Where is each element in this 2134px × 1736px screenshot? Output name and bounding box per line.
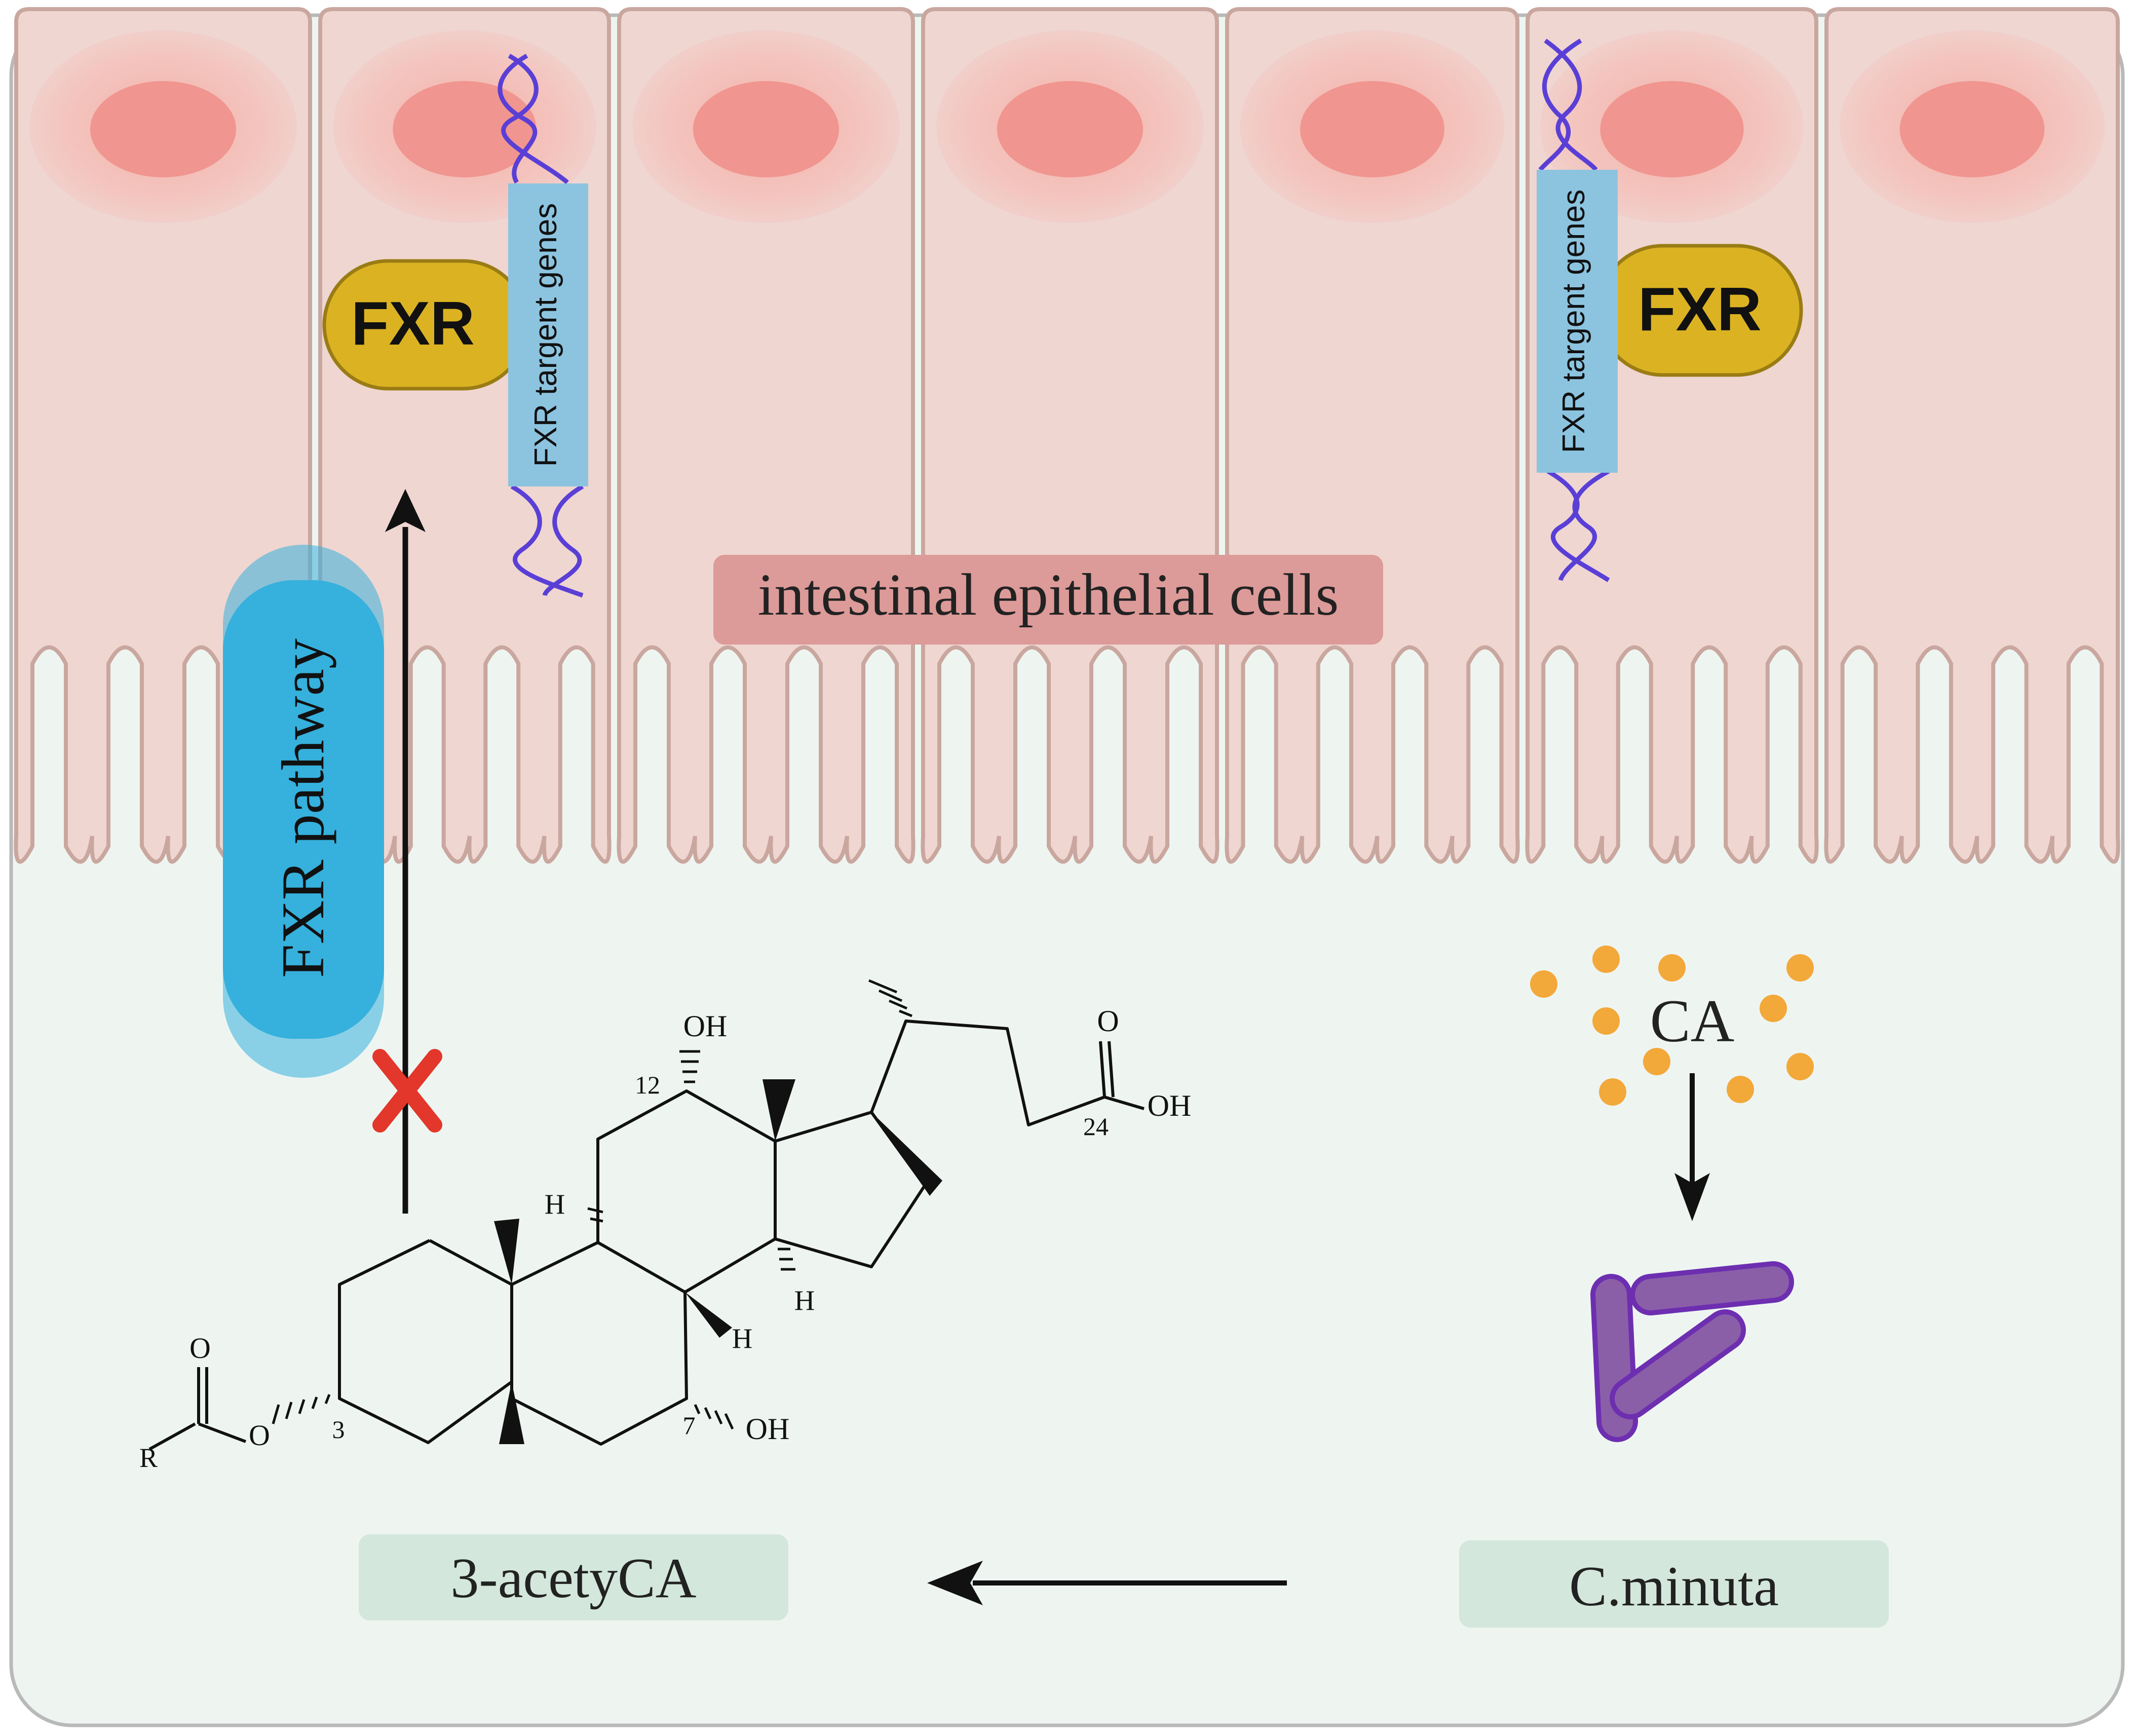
ca-dot xyxy=(1530,970,1557,998)
ca-label: CA xyxy=(1650,987,1735,1054)
fxr-complex-right: FXR FXR targent genes xyxy=(1537,39,1803,582)
pos7-label: 7 xyxy=(683,1411,696,1440)
oh-acid-label: OH xyxy=(1148,1089,1192,1122)
ca-dot xyxy=(1643,1048,1670,1075)
product-label: 3-acetyCA xyxy=(450,1547,696,1610)
ca-dot xyxy=(1599,1078,1626,1106)
ca-dot xyxy=(1658,954,1686,982)
target-genes-label-left: FXR targent genes xyxy=(528,203,563,467)
molecule-hash-bonds xyxy=(272,979,912,1430)
bacteria-label-box xyxy=(1459,1540,1889,1628)
ca-dot xyxy=(1592,1007,1620,1035)
ca-molecules xyxy=(1530,946,1814,1106)
fxr-label-right: FXR xyxy=(1638,275,1762,344)
pos12-label: 12 xyxy=(635,1071,660,1099)
cell-nucleus xyxy=(693,81,839,177)
cell-nucleus xyxy=(393,81,537,177)
ca-dot xyxy=(1592,946,1620,973)
o-ester-carbonyl-label: O xyxy=(189,1332,211,1365)
pos24-label: 24 xyxy=(1083,1112,1109,1141)
cell-nucleus xyxy=(1300,81,1444,177)
blocked-arrow-head xyxy=(385,489,426,532)
cell-nucleus xyxy=(1899,81,2045,177)
molecule-labels: OH 12 O OH 24 H H H O O R 3 7 OH xyxy=(139,1004,1191,1473)
fxr-pathway-label: FXR pathway xyxy=(269,638,336,978)
dna-strand-right-top xyxy=(1544,39,1598,172)
ca-dot xyxy=(1760,995,1787,1022)
h8-label: H xyxy=(732,1323,752,1354)
conversion-arrow-head xyxy=(927,1561,983,1605)
inhibition-x-icon xyxy=(372,1049,442,1133)
dna-strand-right-bottom xyxy=(1546,469,1610,582)
oh12-label: OH xyxy=(683,1009,728,1043)
ca-dot xyxy=(1727,1076,1754,1103)
pos3-label: 3 xyxy=(332,1415,345,1444)
molecule-wedges xyxy=(494,1079,942,1444)
target-genes-label-right: FXR targent genes xyxy=(1556,190,1591,453)
cell-nucleus xyxy=(90,81,236,177)
cells-label: intestinal epithelial cells xyxy=(758,561,1339,628)
product-label-box xyxy=(359,1534,788,1620)
epithelial-cell xyxy=(921,7,1220,864)
h9-label: H xyxy=(545,1189,565,1220)
cell-nucleus xyxy=(997,81,1143,177)
o-acid-label: O xyxy=(1097,1004,1119,1038)
dna-strand-left-top xyxy=(501,54,569,184)
ca-dot xyxy=(1786,1053,1814,1080)
epithelial-cell xyxy=(1824,7,2120,864)
fxr-pathway-capsule: FXR pathway xyxy=(223,545,384,1078)
ca-to-bacteria-arrow-head xyxy=(1674,1173,1710,1221)
dna-strand-right-bottom-2 xyxy=(1558,469,1610,581)
dna-strand-left-top-2 xyxy=(498,54,538,184)
fxr-complex-left: FXR FXR targent genes xyxy=(322,54,588,598)
cell-nucleus xyxy=(1600,81,1744,177)
bacteria-label: C.minuta xyxy=(1569,1555,1779,1618)
target-genes-box-left xyxy=(508,183,588,486)
dna-strand-right-top-2 xyxy=(1538,39,1582,171)
dna-strand-left-bottom-2 xyxy=(542,484,584,596)
ca-dot xyxy=(1786,954,1814,982)
epithelial-cell xyxy=(617,7,916,864)
bacteria-icon xyxy=(1590,1261,1794,1442)
dna-strand-left-bottom xyxy=(510,484,584,598)
o-ester-label: O xyxy=(249,1419,270,1452)
oh7-label: OH xyxy=(746,1412,790,1446)
fxr-label-left: FXR xyxy=(351,289,475,358)
h14-label: H xyxy=(794,1285,815,1316)
epithelial-cell xyxy=(1225,7,1520,864)
cells-label-box xyxy=(713,555,1383,645)
r-group-label: R xyxy=(139,1443,158,1473)
target-genes-box-right xyxy=(1537,170,1618,473)
